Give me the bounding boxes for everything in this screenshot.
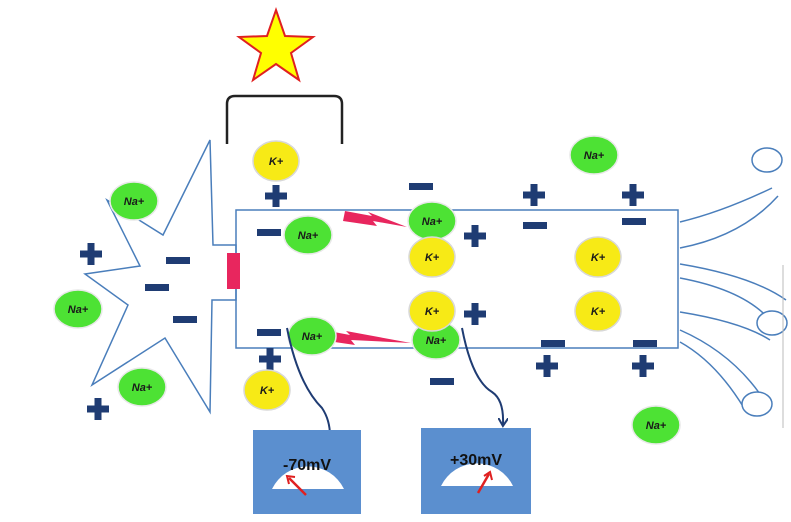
- voltmeter-action: +30mV: [421, 428, 531, 514]
- star-icon: [236, 6, 316, 83]
- svg-text:Na+: Na+: [422, 216, 443, 228]
- probe-wire-action: [461, 327, 503, 424]
- sodium-ion: Na+: [407, 201, 457, 241]
- minus-icon: [257, 229, 281, 236]
- potassium-ion: K+: [574, 236, 622, 278]
- svg-text:Na+: Na+: [426, 335, 447, 347]
- potassium-ion: K+: [408, 236, 456, 278]
- svg-text:Na+: Na+: [298, 230, 319, 242]
- voltmeter-resting: -70mV: [253, 430, 361, 514]
- meter-reading: -70mV: [283, 457, 331, 474]
- svg-text:K+: K+: [591, 306, 606, 318]
- plus-icon: [536, 355, 558, 377]
- potassium-ion: K+: [252, 140, 300, 182]
- minus-icon: [541, 340, 565, 347]
- plus-icon: [259, 348, 281, 370]
- minus-icon: [173, 316, 197, 323]
- sodium-ion: Na+: [631, 405, 681, 445]
- stimulus-marker: [227, 253, 240, 289]
- plus-icon: [265, 185, 287, 207]
- potassium-ion: K+: [574, 290, 622, 332]
- plus-icon: [523, 184, 545, 206]
- cell-body: [83, 139, 237, 415]
- svg-text:Na+: Na+: [132, 382, 153, 394]
- meter-needle: [476, 473, 491, 494]
- plus-icon: [80, 243, 102, 265]
- sodium-ion: Na+: [53, 289, 103, 329]
- plus-icon: [464, 225, 486, 247]
- minus-icon: [257, 329, 281, 336]
- minus-icon: [430, 378, 454, 385]
- plus-icon: [464, 303, 486, 325]
- svg-text:Na+: Na+: [646, 420, 667, 432]
- svg-text:Na+: Na+: [302, 331, 323, 343]
- plus-icon: [632, 355, 654, 377]
- potassium-ion: K+: [243, 369, 291, 411]
- sodium-ion: Na+: [109, 181, 159, 221]
- minus-icon: [523, 222, 547, 229]
- svg-text:Na+: Na+: [124, 196, 145, 208]
- svg-text:Na+: Na+: [68, 304, 89, 316]
- meter-needle: [288, 477, 307, 496]
- svg-text:K+: K+: [269, 156, 284, 168]
- minus-icon: [145, 284, 169, 291]
- sodium-ions: Na+ Na+ Na+ Na+ Na+ Na+ Na+ Na+ Na+: [53, 135, 681, 445]
- plus-icon: [87, 398, 109, 420]
- sodium-ion: Na+: [283, 215, 333, 255]
- svg-text:Na+: Na+: [584, 150, 605, 162]
- probe-wire-resting: [286, 327, 330, 436]
- lightning-bolt-icon: [343, 211, 407, 227]
- bracket-icon: [225, 94, 344, 144]
- svg-text:K+: K+: [425, 252, 440, 264]
- minus-icon: [622, 218, 646, 225]
- svg-text:K+: K+: [260, 385, 275, 397]
- minus-signs: [145, 183, 657, 385]
- synaptic-knobs: [741, 147, 788, 417]
- sodium-ion: Na+: [117, 367, 167, 407]
- potassium-ions: K+ K+ K+ K+ K+ K+: [243, 140, 622, 411]
- minus-icon: [166, 257, 190, 264]
- sodium-ion: Na+: [569, 135, 619, 175]
- svg-text:K+: K+: [591, 252, 606, 264]
- minus-icon: [409, 183, 433, 190]
- meter-reading: +30mV: [450, 452, 502, 469]
- axon-terminals: [679, 187, 787, 409]
- plus-signs: [80, 184, 654, 420]
- lightning-bolt-icon: [321, 330, 411, 345]
- minus-icon: [633, 340, 657, 347]
- plus-icon: [622, 184, 644, 206]
- sodium-ion: Na+: [287, 316, 337, 356]
- potassium-ion: K+: [408, 290, 456, 332]
- svg-text:K+: K+: [425, 306, 440, 318]
